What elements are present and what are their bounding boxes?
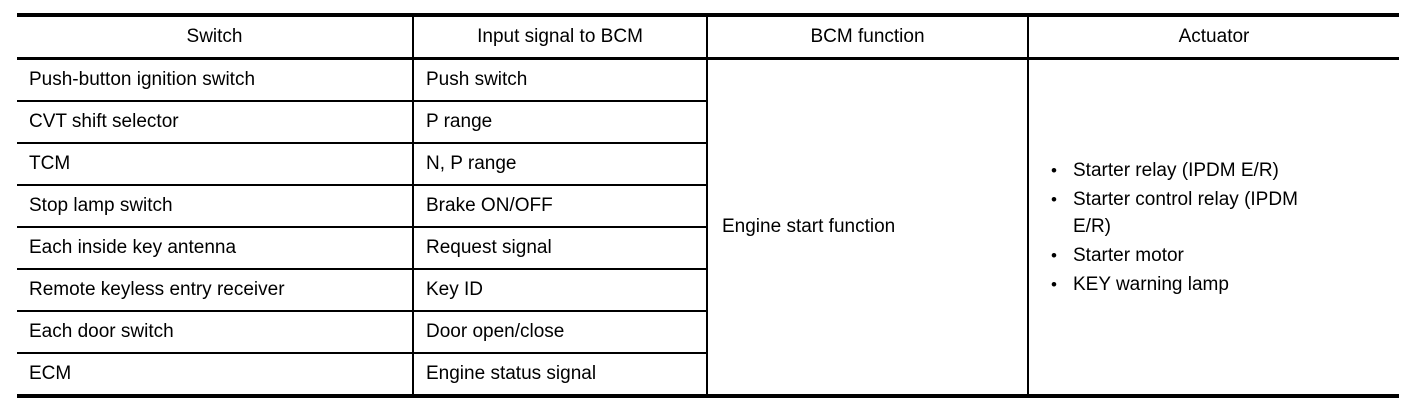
table-row: ECM Engine status signal (17, 352, 1399, 396)
actuator-item: • KEY warning lamp (1049, 271, 1335, 298)
input-signal-cell: Push switch (412, 58, 707, 101)
table-row: TCM N, P range (17, 142, 1399, 185)
bullet-icon: • (1051, 189, 1057, 209)
actuator-item: • Starter motor (1049, 242, 1335, 269)
actuator-item: • Starter control relay (IPDM E/R) (1049, 186, 1335, 240)
switch-cell: Push-button ignition switch (29, 69, 256, 90)
table-row: Each door switch Door open/close (17, 310, 1399, 353)
input-signal-cell: N, P range (412, 142, 707, 185)
table-row: Remote keyless entry receiver Key ID (17, 268, 1399, 311)
actuator-item: • Starter relay (IPDM E/R) (1049, 157, 1335, 184)
switch-cell: Each inside key antenna (17, 226, 413, 269)
actuator-item-label: Starter relay (IPDM E/R) (1073, 159, 1279, 181)
input-signal-cell: Brake ON/OFF (412, 184, 707, 227)
actuator-item-label: Starter motor (1073, 244, 1184, 266)
table-row: Stop lamp switch Brake ON/OFF (17, 184, 1399, 227)
input-signal-cell: P range (412, 100, 707, 143)
column-header-switch: Switch (17, 15, 413, 60)
table-row: Push-button ignition switch Push switch … (17, 58, 1399, 396)
actuator-item-label: KEY warning lamp (1073, 273, 1229, 295)
column-header-actuator: Actuator (1027, 15, 1399, 60)
actuator-item-label: Starter control relay (IPDM E/R) (1073, 188, 1298, 237)
input-signal-cell: Door open/close (412, 310, 707, 353)
column-header-bcm-function: BCM function (706, 15, 1028, 60)
input-signal-cell: Key ID (412, 268, 707, 311)
table-row: Each inside key antenna Request signal (17, 226, 1399, 269)
switch-cell: Stop lamp switch (17, 184, 413, 227)
bullet-icon: • (1051, 160, 1057, 180)
bcm-engine-start-table: Switch Input signal to BCM BCM function … (17, 13, 1399, 398)
bcm-function-cell: Engine start function (706, 58, 1028, 396)
table-header-row: Switch Input signal to BCM BCM function … (17, 15, 1399, 60)
column-header-input-signal: Input signal to BCM (412, 15, 707, 60)
actuator-list: • Starter relay (IPDM E/R) • Starter contr… (1049, 157, 1335, 298)
switch-cell: Remote keyless entry receiver (17, 268, 413, 311)
actuator-cell: • Starter relay (IPDM E/R) • Starter contr… (1027, 58, 1399, 396)
switch-cell: CVT shift selector (17, 100, 413, 143)
switch-cell: ECM (17, 352, 413, 396)
switch-cell: TCM (17, 142, 413, 185)
bullet-icon: • (1051, 274, 1057, 294)
input-signal-cell: Engine status signal (412, 352, 707, 396)
switch-cell: Each door switch (17, 310, 413, 353)
bullet-icon: • (1051, 245, 1057, 265)
table-row: CVT shift selector P range (17, 100, 1399, 143)
input-signal-cell: Request signal (412, 226, 707, 269)
